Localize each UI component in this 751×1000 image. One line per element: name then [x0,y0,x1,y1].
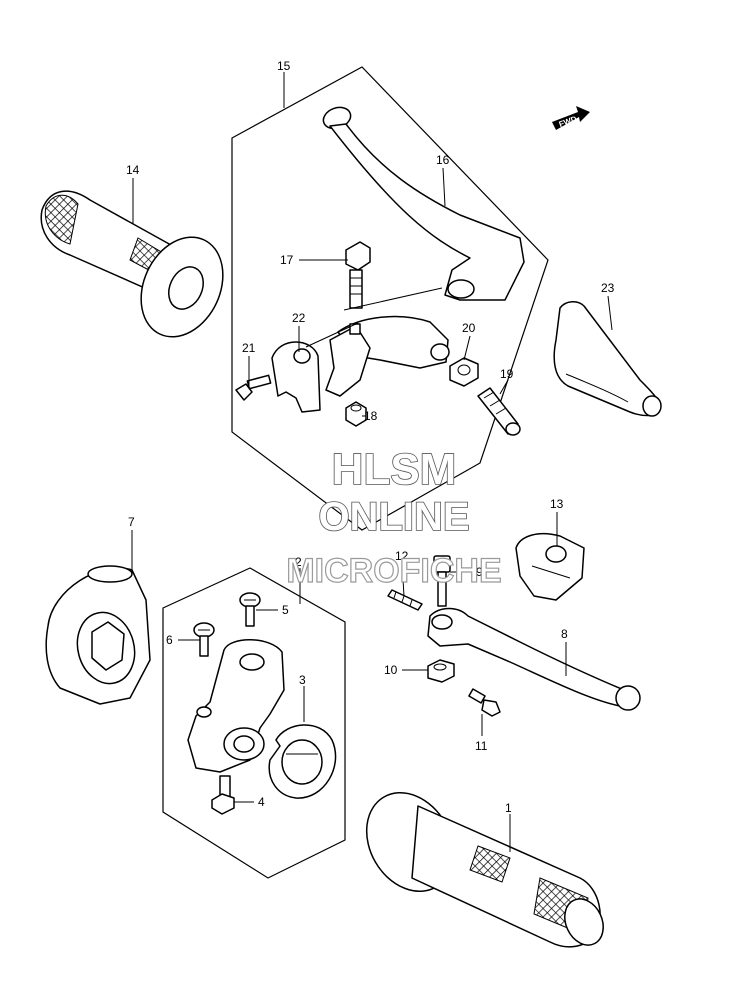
callout-3: 3 [299,673,306,687]
callout-20: 20 [462,321,476,335]
callout-18: 18 [364,409,378,423]
part-21-screw[interactable] [235,374,272,401]
callout-22: 22 [292,311,306,325]
part-13-holder[interactable] [515,532,585,601]
part-16-lever[interactable] [320,104,525,301]
part-6-screw[interactable] [193,622,215,657]
callout-12: 12 [395,549,409,563]
part-11-bolt[interactable] [468,688,501,717]
callout-4: 4 [258,795,265,809]
callout-16: 16 [436,153,450,167]
part-18-nut[interactable] [345,401,367,427]
part-20-locknut[interactable] [449,357,479,387]
part-7-housing[interactable] [45,565,151,705]
group-box-15 [231,66,549,531]
callout-21: 21 [242,341,256,355]
part-12-rod[interactable] [387,589,423,611]
callout-17: 17 [280,253,294,267]
part-17-bolt[interactable] [345,241,371,309]
part-2-bracket[interactable] [187,639,285,773]
fwd-label: FWD [558,114,578,129]
callout-9: 9 [476,565,483,579]
part-19-adjuster[interactable] [477,387,521,436]
callout-14: 14 [126,163,140,177]
leader-lines [131,72,613,852]
part-3-ring[interactable] [268,724,337,799]
callout-11: 11 [475,739,488,753]
part-14-left-grip[interactable] [40,190,238,350]
callout-2: 2 [295,555,302,569]
watermark-line3: MICROFICHE [286,552,501,590]
part-23-boot[interactable] [553,301,662,417]
part-9-bolt[interactable] [433,555,451,607]
callout-13: 13 [550,497,564,511]
callout-7: 7 [128,515,135,529]
part-10-nut[interactable] [427,659,455,683]
part-4-bolt[interactable] [211,775,235,815]
group-box-2 [162,567,346,879]
callout-15: 15 [277,59,291,73]
watermark: HLSM ONLINE MICROFICHE [286,444,503,590]
callout-5: 5 [282,603,289,617]
callout-23: 23 [601,281,615,295]
callouts: 1 2 3 4 5 6 7 8 9 10 11 12 13 14 15 16 1… [126,59,615,815]
callout-8: 8 [561,627,568,641]
watermark-line2: ONLINE [318,495,469,539]
part-22-clamp[interactable] [271,341,321,413]
fwd-arrow-icon: FWD [552,106,590,130]
callout-1: 1 [505,801,512,815]
watermark-line1: HLSM [332,445,457,494]
callout-19: 19 [500,367,514,381]
part-8-lever[interactable] [427,607,641,711]
part-5-screw[interactable] [239,592,261,627]
part-lever-perch[interactable] [325,315,450,397]
callout-10: 10 [384,663,398,677]
part-1-right-grip[interactable] [349,777,610,951]
callout-6: 6 [166,633,173,647]
